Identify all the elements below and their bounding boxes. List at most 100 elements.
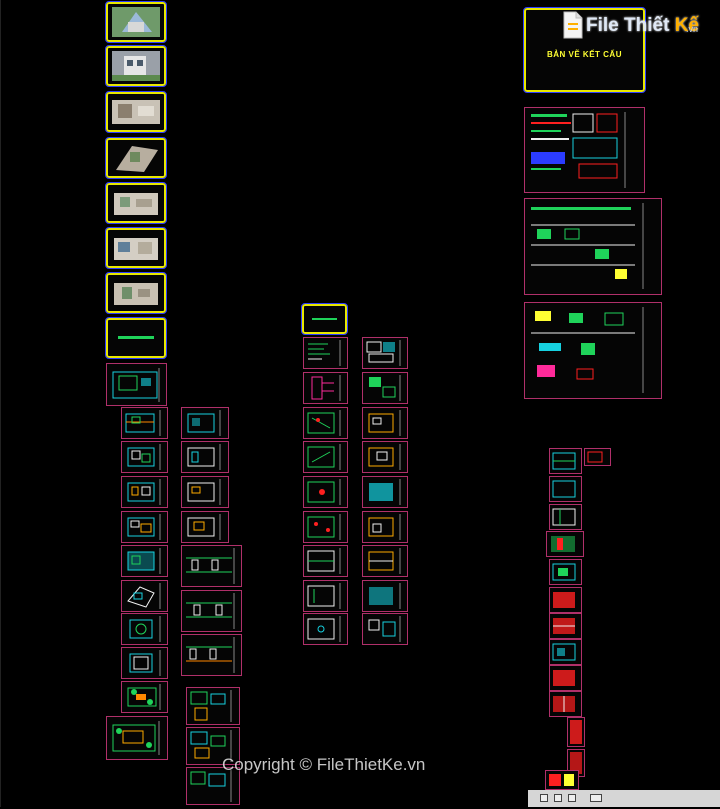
drawing-thumbnail [368,410,401,436]
sheet-elevation-b1[interactable] [181,407,229,439]
sheet-landscape-plan[interactable] [106,716,168,760]
sheet-section-c2[interactable] [181,590,242,632]
perspective-thumbnail [114,193,158,215]
sheet-structural-notes[interactable] [524,107,645,193]
sheet-perspective-1[interactable] [105,1,167,43]
sheet-plan-a3[interactable] [121,476,168,508]
sheet-structural-detail-2[interactable] [524,302,662,399]
sheet-section-c1[interactable] [181,545,242,587]
sheet-plan-a5[interactable] [121,545,168,577]
sheet-struct-plan-5[interactable] [546,531,584,557]
perspective-thumbnail [112,51,160,81]
sheet-elec-legend[interactable] [303,337,348,369]
sheet-struct-plan-3[interactable] [549,476,582,502]
sheet-detail-d3[interactable] [186,767,240,805]
drawing-thumbnail [187,444,221,470]
drawing-thumbnail [307,616,341,642]
drawing-thumbnail [127,583,161,609]
status-button-4[interactable] [590,794,602,802]
sheet-elec-plan-4[interactable] [303,511,348,543]
perspective-thumbnail [114,238,158,260]
sheet-struct-detail-r1[interactable] [567,717,585,747]
sheet-plan-a4[interactable] [121,511,168,543]
sheet-elec-plan-3[interactable] [303,476,348,508]
sheet-site-plan[interactable] [106,363,167,406]
sheet-struct-plan-4[interactable] [549,504,582,530]
drawing-thumbnail [368,616,401,642]
sheet-struct-plan-10[interactable] [549,665,582,691]
sheet-electrical-divider[interactable] [301,303,348,335]
drawing-thumbnail [553,592,575,608]
sheet-section-divider[interactable] [105,317,167,359]
sheet-struct-detail-r3[interactable] [545,770,579,790]
drawing-thumbnail [187,479,221,505]
drawing-thumbnail [307,410,341,436]
sheet-section-c3[interactable] [181,634,242,676]
sheet-plan-a1[interactable] [121,407,168,439]
sheet-struct-plan-8[interactable] [549,613,582,639]
divider-thumbnail [312,318,337,320]
viewport-edge [0,0,1,807]
sheet-detail-d2[interactable] [186,727,240,765]
perspective-thumbnail [116,146,158,172]
sheet-plumb-diagram[interactable] [362,372,408,404]
sheet-plan-a2[interactable] [121,441,168,473]
sheet-perspective-2[interactable] [105,45,167,87]
sheet-elec-plan-2[interactable] [303,441,348,473]
sheet-struct-plan-7[interactable] [549,587,582,613]
sheet-plan-a8[interactable] [121,647,168,679]
sheet-elec-plan-6[interactable] [303,580,348,612]
perspective-thumbnail [112,100,160,124]
status-button-1[interactable] [540,794,548,802]
sheet-perspective-5[interactable] [105,182,167,224]
sheet-elec-plan-7[interactable] [303,613,348,645]
status-button-2[interactable] [554,794,562,802]
sheet-plumb-plan-6[interactable] [362,580,408,612]
sheet-elevation-b3[interactable] [181,476,229,508]
sheet-structural-cover[interactable]: BẢN VẼ KẾT CẤU [523,7,646,93]
drawing-thumbnail [587,451,603,463]
drawing-thumbnail [570,720,582,744]
status-button-3[interactable] [568,794,576,802]
sheet-perspective-4[interactable] [105,137,167,179]
sheet-elec-plan-1[interactable] [303,407,348,439]
sheet-plumb-detail[interactable] [362,613,408,645]
sheet-structural-detail-1[interactable] [524,198,662,295]
sheet-elevation-b2[interactable] [181,441,229,473]
sheet-perspective-7[interactable] [105,272,167,314]
sheet-plan-a9[interactable] [121,681,168,713]
sheet-plumb-plan-2[interactable] [362,441,408,473]
drawing-thumbnail [570,752,582,774]
file-logo-icon [563,11,583,39]
drawing-thumbnail [369,479,401,505]
sheet-struct-plan-9[interactable] [549,639,582,665]
sheet-plumb-plan-3[interactable] [362,476,408,508]
drawing-thumbnail [190,690,232,722]
drawing-thumbnail [112,721,160,755]
sheet-plan-a7[interactable] [121,613,168,645]
sheet-struct-plan-11[interactable] [549,691,582,717]
sheet-perspective-3[interactable] [105,91,167,133]
sheet-elevation-b4[interactable] [181,511,229,543]
drawing-thumbnail [308,340,341,366]
sheet-plumb-legend[interactable] [362,337,408,369]
sheet-plumb-plan-5[interactable] [362,545,408,577]
drawing-thumbnail [129,616,161,642]
logo-wordmark: File Thiết Kế [586,15,699,37]
drawing-thumbnail [553,670,575,686]
sheet-struct-plan-2[interactable] [584,448,611,466]
sheet-elec-diagram[interactable] [303,372,348,404]
sheet-plumb-plan-1[interactable] [362,407,408,439]
drawing-thumbnail [190,730,232,762]
sheet-struct-plan-6[interactable] [549,559,582,585]
drawing-thumbnail [552,508,576,526]
sheet-struct-plan-1[interactable] [549,448,582,474]
sheet-plan-a6[interactable] [121,580,168,612]
drawing-thumbnail [307,583,341,609]
sheet-elec-plan-5[interactable] [303,545,348,577]
drawing-thumbnail [531,112,626,188]
sheet-detail-d1[interactable] [186,687,240,725]
sheet-plumb-plan-4[interactable] [362,511,408,543]
sheet-perspective-6[interactable] [105,227,167,269]
